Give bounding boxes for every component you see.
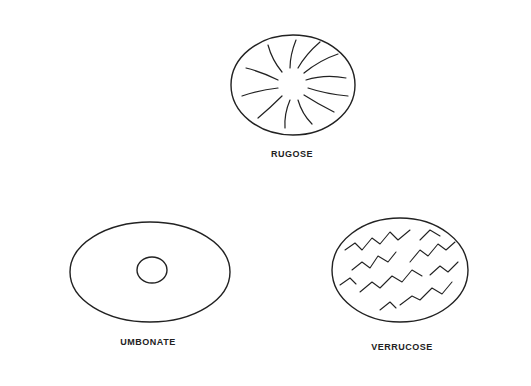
- verrucose-colony: [332, 218, 468, 322]
- colony-label: RUGOSE: [271, 150, 313, 160]
- umbonate-colony: [70, 222, 230, 322]
- colony-label: UMBONATE: [120, 338, 175, 348]
- rugose-colony: [231, 35, 355, 135]
- colony-label: VERRUCOSE: [371, 343, 433, 353]
